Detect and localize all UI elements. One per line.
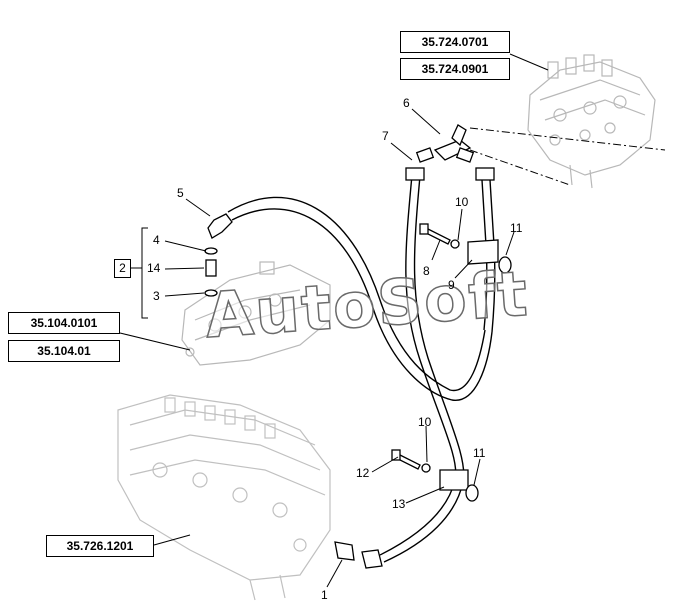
leader-lines <box>119 53 549 588</box>
callout-1: 1 <box>321 588 328 602</box>
ref-box-left-2[interactable]: 35.104.01 <box>8 340 120 362</box>
ref-box-bottom[interactable]: 35.726.1201 <box>46 535 154 557</box>
callout-14: 14 <box>147 261 161 275</box>
callout-4: 4 <box>153 233 160 247</box>
callout-8: 8 <box>423 264 430 278</box>
callout-9: 9 <box>448 278 455 292</box>
callout-13: 13 <box>392 497 406 511</box>
hose-lines <box>227 174 496 563</box>
top-valve-block <box>527 54 656 189</box>
group-box: 2 <box>114 259 131 278</box>
ref-box-left-1[interactable]: 35.104.0101 <box>8 312 120 334</box>
dash-link-top <box>469 127 666 186</box>
ref-box-top-1[interactable]: 35.724.0701 <box>400 31 510 53</box>
callout-7: 7 <box>382 129 389 143</box>
fittings <box>204 124 512 569</box>
callout-10b: 10 <box>418 415 432 429</box>
left-valve-block <box>181 261 331 366</box>
callout-3: 3 <box>153 289 160 303</box>
callout-5: 5 <box>177 186 184 200</box>
bottom-valve-block <box>117 394 331 601</box>
ref-box-top-2[interactable]: 35.724.0901 <box>400 58 510 80</box>
callout-11a: 11 <box>510 221 523 235</box>
callout-12: 12 <box>356 466 370 480</box>
callout-11b: 11 <box>473 446 486 460</box>
callout-6: 6 <box>403 96 410 110</box>
callout-10a: 10 <box>455 195 469 209</box>
